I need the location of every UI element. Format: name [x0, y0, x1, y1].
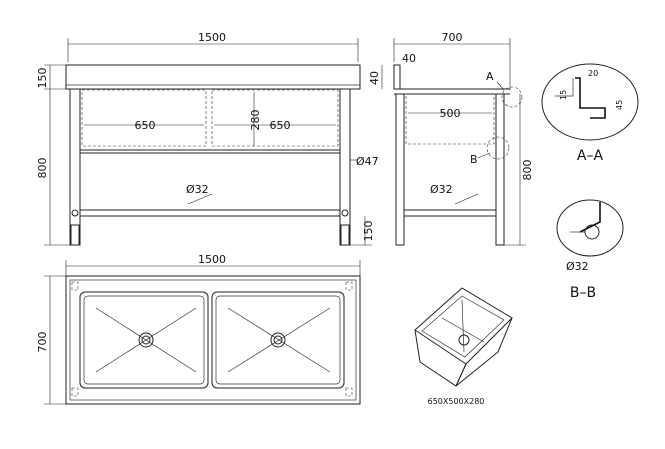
- detail-b-marker: [486, 136, 510, 160]
- top-outline: [65, 275, 361, 405]
- section-bb-outline: [556, 199, 624, 257]
- front-top-height-label: 150: [36, 68, 49, 89]
- bb-diameter-label: Ø32: [566, 260, 589, 273]
- side-bowl-width-label: 500: [440, 107, 461, 120]
- section-aa: 20 15 45 A–A: [541, 63, 639, 164]
- front-width-label: 1500: [198, 31, 226, 44]
- front-crossbar-diameter-label: Ø32: [186, 183, 209, 196]
- left-bowl-width-label: 650: [135, 119, 156, 132]
- aa-left-dim: 15: [559, 90, 568, 100]
- section-bb: Ø32 B–B: [556, 199, 624, 301]
- top-view: 1500 700: [36, 253, 361, 405]
- front-left-leg: [69, 88, 81, 246]
- front-right-bowl: [211, 89, 339, 147]
- foot-height-label: 150: [362, 221, 375, 242]
- iso-caption: 650X500X280: [428, 397, 485, 406]
- front-height-label: 800: [36, 158, 49, 179]
- aa-right-dim: 45: [615, 100, 624, 110]
- section-aa-title: A–A: [577, 148, 604, 164]
- front-top-slab: [65, 64, 361, 90]
- left-drain: [138, 332, 154, 348]
- side-backsplash: [393, 64, 401, 90]
- detail-b-label: B: [470, 153, 478, 166]
- top-left-bowl: [79, 291, 209, 389]
- section-bb-title: B–B: [570, 285, 596, 301]
- top-width-label: 1500: [198, 253, 226, 266]
- section-aa-profile: [575, 77, 606, 119]
- front-right-leg: [339, 88, 351, 246]
- front-view: 1500 650 650 280 Ø32 Ø47: [36, 31, 379, 246]
- leg-diameter-label: Ø47: [356, 155, 379, 168]
- side-crossbar-diameter-label: Ø32: [430, 183, 453, 196]
- top-depth-label: 700: [36, 332, 49, 353]
- side-left-leg: [395, 93, 405, 246]
- backsplash-height-label: 40: [368, 71, 381, 85]
- section-bb-tube: [584, 224, 600, 240]
- front-left-bowl: [81, 89, 207, 147]
- iso-drain: [458, 334, 470, 346]
- top-right-bowl: [211, 291, 345, 389]
- right-drain: [270, 332, 286, 348]
- side-right-leg: [495, 93, 505, 246]
- iso-sink-view: 650X500X280: [414, 287, 513, 406]
- side-height-label: 800: [521, 160, 534, 181]
- detail-a-marker: [501, 86, 523, 108]
- side-view: 700 40 40 500 Ø32 A B 800: [368, 31, 534, 246]
- side-width-label: 700: [442, 31, 463, 44]
- aa-top-dim: 20: [588, 69, 598, 78]
- bowl-depth-label: 280: [249, 110, 262, 131]
- right-bowl-width-label: 650: [270, 119, 291, 132]
- section-aa-outline: [541, 63, 639, 141]
- backsplash-depth-label: 40: [402, 52, 416, 65]
- side-bowl: [405, 96, 495, 145]
- detail-a-label: A: [486, 70, 494, 83]
